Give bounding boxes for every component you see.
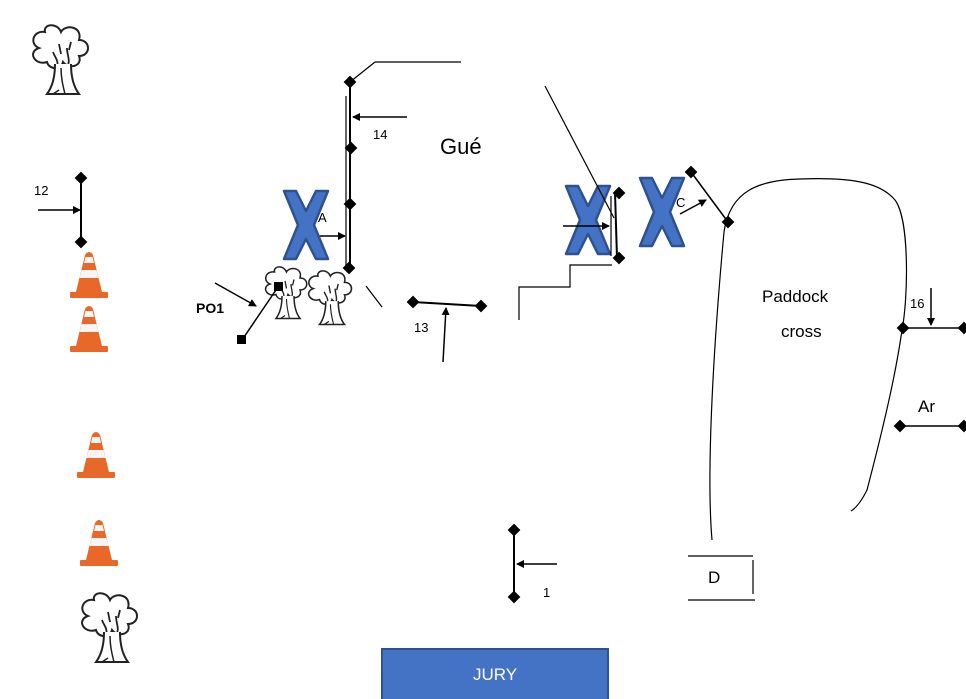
paddock-label-line1: Paddock — [762, 287, 829, 306]
start-d — [688, 555, 755, 601]
jump-14-label: 14 — [373, 127, 388, 142]
jump-1-label: 1 — [543, 585, 551, 600]
tree-icon — [307, 270, 353, 326]
jump-12-label: 12 — [34, 183, 49, 198]
jump-1 — [507, 523, 557, 604]
cone-icon — [77, 432, 115, 478]
option-c-label: C — [676, 195, 686, 210]
jury-box: JURY — [381, 648, 609, 699]
cone-icon — [80, 520, 118, 566]
ar-label: Ar — [918, 397, 935, 416]
cross-mark-icon — [564, 184, 612, 256]
po1-label: PO1 — [196, 300, 225, 316]
start-d-label: D — [708, 568, 721, 587]
finish-ar — [893, 419, 966, 433]
tree-icon — [264, 266, 308, 320]
cross-mark-icon — [282, 189, 330, 261]
jump-14 — [318, 61, 461, 275]
jury-label: JURY — [472, 664, 518, 684]
paddock-label-line2: cross — [781, 322, 822, 341]
gue-label: Gué — [440, 134, 482, 159]
paddock-outline — [709, 178, 908, 541]
cone-icon — [70, 306, 108, 352]
cross-mark-icon — [638, 176, 686, 248]
tree-icon — [81, 592, 138, 663]
gue-area — [518, 85, 626, 320]
cone-icon — [70, 252, 108, 298]
option-c — [679, 165, 735, 229]
jump-12 — [38, 171, 88, 249]
tree-icon — [32, 24, 89, 95]
jump-16 — [896, 288, 966, 335]
option-a-label: A — [318, 210, 327, 225]
jump-16-label: 16 — [910, 296, 925, 311]
jump-13 — [406, 295, 488, 363]
jump-13-label: 13 — [414, 320, 429, 335]
option-po1 — [214, 282, 383, 344]
